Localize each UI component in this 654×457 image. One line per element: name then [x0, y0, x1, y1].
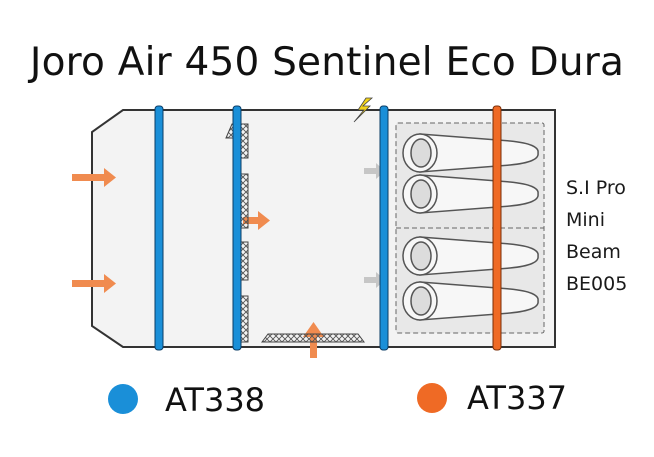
- diagram-title: Joro Air 450 Sentinel Eco Dura: [29, 40, 625, 85]
- at338-bar: [232, 105, 242, 351]
- legend-label-at338: AT338: [165, 381, 266, 419]
- legend-label-at337: AT337: [467, 379, 568, 417]
- legend-dot-at338: [108, 384, 138, 414]
- airflow-arrow-icon: [72, 168, 116, 187]
- uv-lamp-icon: [402, 236, 539, 276]
- side-label-line-2: Mini: [566, 209, 605, 231]
- uv-lamp-icon: [402, 133, 539, 173]
- airflow-arrow-icon: [243, 211, 270, 230]
- airflow-arrow-icon: [303, 322, 324, 358]
- side-label-line-4: BE005: [566, 273, 628, 295]
- airflow-arrow-icon: [72, 274, 116, 293]
- uv-lamp-icon: [402, 174, 539, 214]
- at338-bar: [154, 105, 164, 351]
- lightning-icon: [353, 97, 374, 123]
- legend-dot-at337: [417, 383, 447, 413]
- side-label-line-1: S.I Pro: [566, 177, 626, 199]
- side-label-line-3: Beam: [566, 241, 621, 263]
- uv-lamp-icon: [402, 281, 539, 321]
- bottom-grille: [261, 333, 365, 343]
- at337-bar: [492, 105, 502, 351]
- at338-bar: [379, 105, 389, 351]
